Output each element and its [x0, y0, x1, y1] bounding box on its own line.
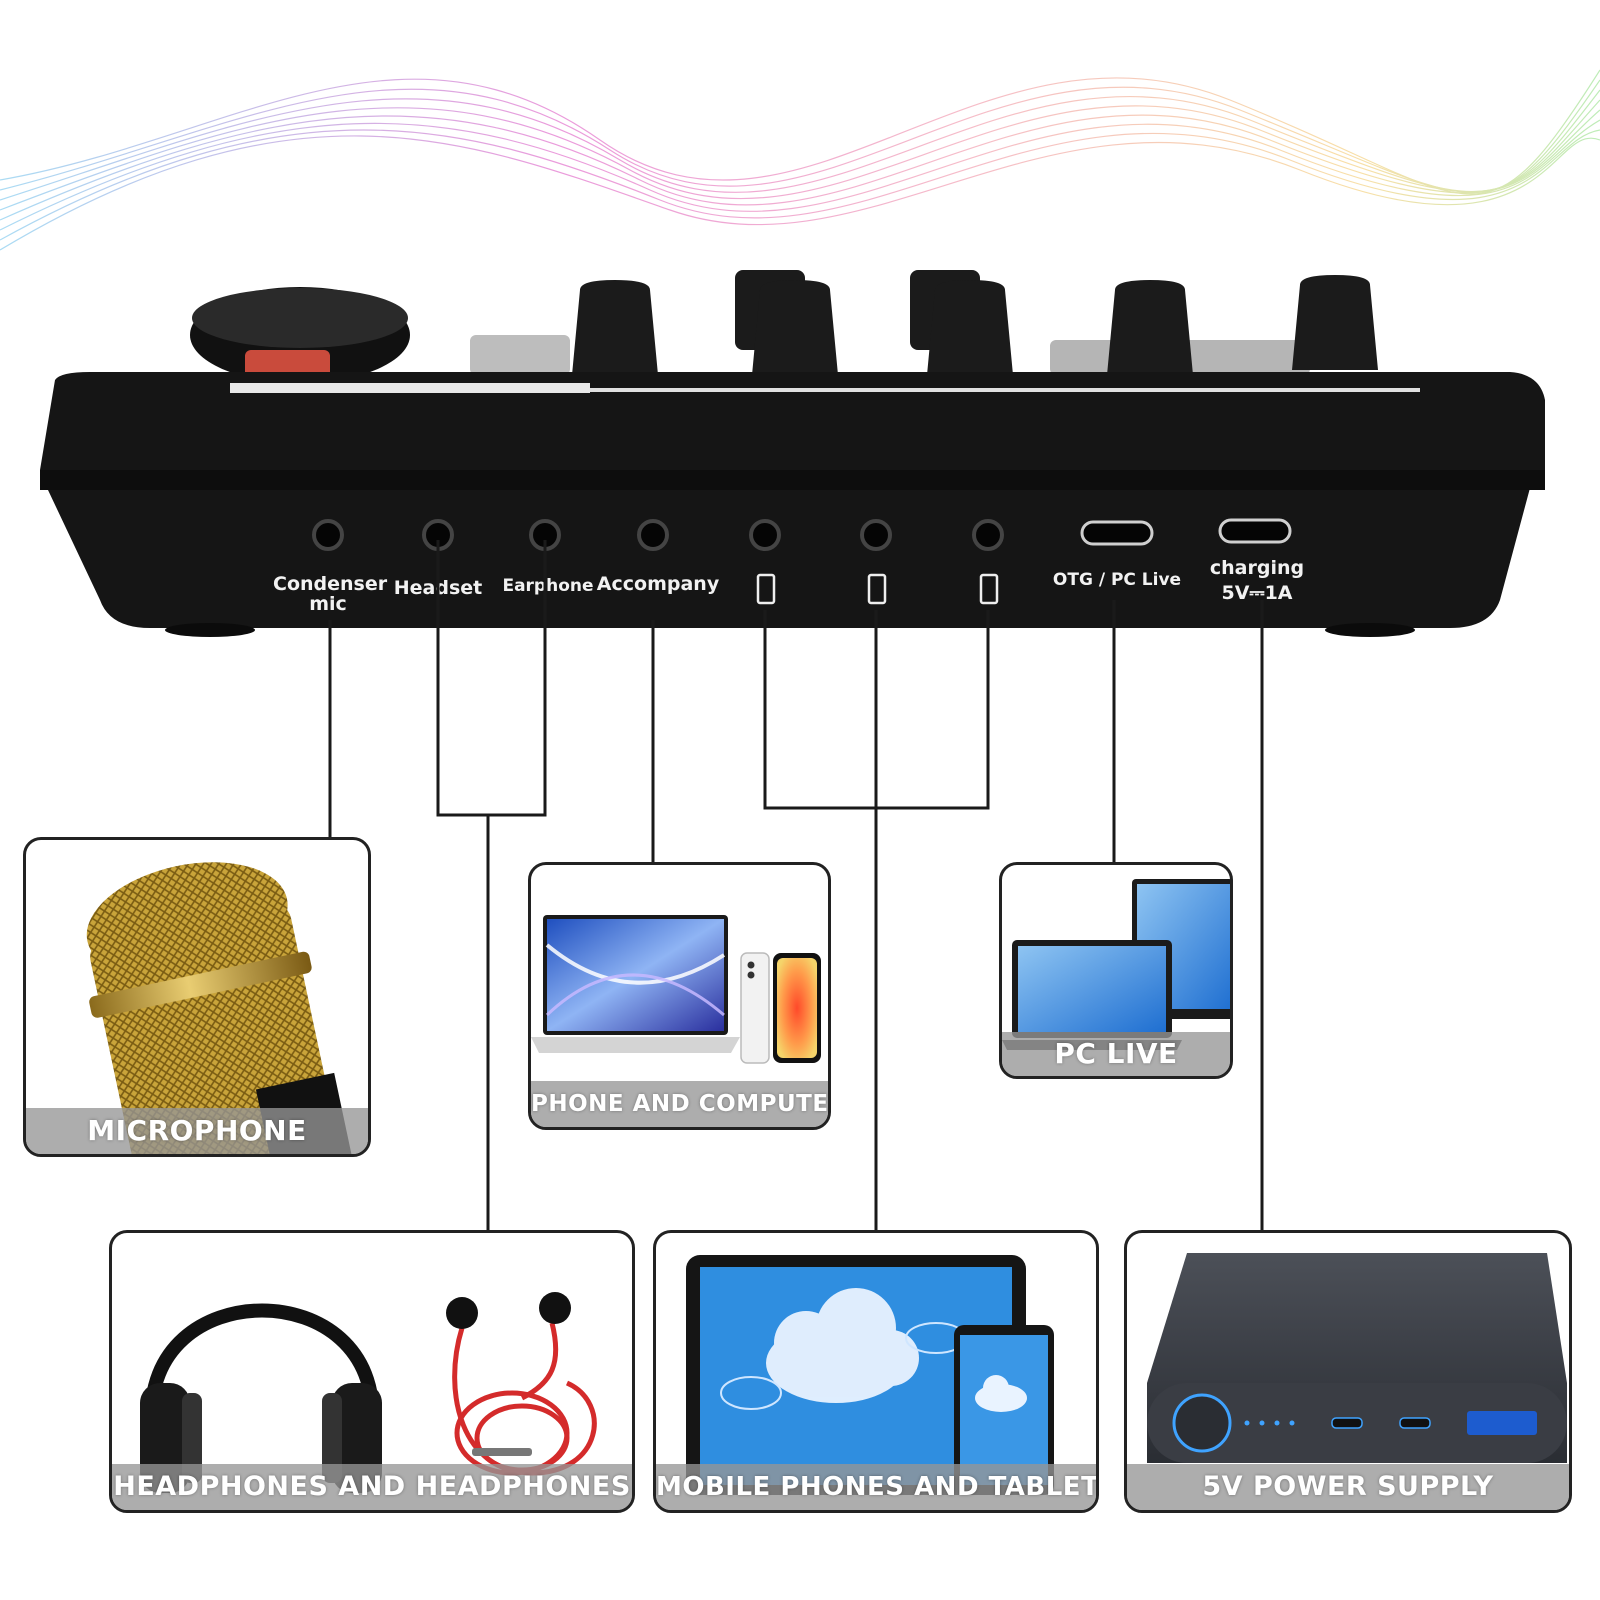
port-label-headset: Headset: [393, 577, 483, 599]
usb-c-charging-port[interactable]: [1218, 518, 1292, 544]
card-caption-phone-and-computer: PHONE AND COMPUTER: [531, 1081, 828, 1127]
port-label-condenser-mic: Condenser mic: [273, 573, 388, 615]
sound-wave-graphic: [0, 69, 1600, 251]
jack-earphone[interactable]: [529, 519, 561, 551]
jack-phone-2[interactable]: [860, 519, 892, 551]
card-caption-power-supply: 5V POWER SUPPLY: [1127, 1464, 1569, 1510]
tablet-and-phone-icon: [686, 1255, 1054, 1495]
port-label-charging-spec: 5V⎓1A: [1221, 582, 1293, 604]
jack-phone-1[interactable]: [749, 519, 781, 551]
card-caption-headphones: HEADPHONES AND HEADPHONES: [112, 1464, 632, 1510]
card-mobile-phones-and-tablets: MOBILE PHONES AND TABLETS: [653, 1230, 1099, 1513]
port-label-earphone: Earphone: [502, 576, 594, 596]
main-volume-knob[interactable]: [190, 287, 410, 383]
usb-c-otg-port[interactable]: [1080, 520, 1154, 546]
control-knobs[interactable]: [572, 270, 1378, 375]
card-pc-live: PC LIVE: [999, 862, 1233, 1079]
laptop-and-phone-icon: [531, 915, 821, 1064]
card-power-supply: 5V POWER SUPPLY: [1124, 1230, 1572, 1513]
slider-panel: [470, 335, 570, 375]
card-microphone: MICROPHONE: [23, 837, 371, 1157]
card-phone-and-computer: PHONE AND COMPUTER: [528, 862, 831, 1130]
phone-icon: [979, 573, 999, 605]
phone-icon: [867, 573, 887, 605]
port-label-otg: OTG / PC Live: [1052, 570, 1182, 590]
jack-phone-3[interactable]: [972, 519, 1004, 551]
sound-card-device: [40, 270, 1545, 637]
jack-condenser-mic[interactable]: [312, 519, 344, 551]
card-caption-mobile-phones-and-tablets: MOBILE PHONES AND TABLETS: [656, 1464, 1096, 1510]
card-headphones: HEADPHONES AND HEADPHONES: [109, 1230, 635, 1513]
jack-headset[interactable]: [422, 519, 454, 551]
jack-accompany[interactable]: [637, 519, 669, 551]
power-bank-icon: [1147, 1253, 1567, 1463]
port-label-accompany: Accompany: [596, 573, 720, 595]
port-label-charging: charging: [1209, 557, 1305, 579]
card-caption-pc-live: PC LIVE: [1002, 1032, 1230, 1076]
card-caption-microphone: MICROPHONE: [26, 1108, 368, 1154]
phone-icon: [756, 573, 776, 605]
